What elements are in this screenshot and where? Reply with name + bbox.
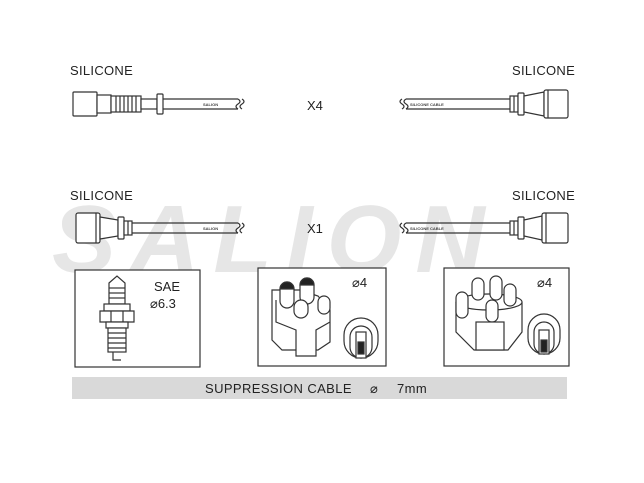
row2-left-cable-print: SALION — [203, 226, 218, 231]
row2-right-connector — [509, 212, 569, 244]
distributor-cap-b-icon — [455, 275, 523, 351]
banner-diameter-symbol: ⌀ — [370, 381, 378, 396]
row2-left-cable — [132, 222, 245, 234]
row1-quantity: X4 — [307, 98, 323, 113]
row1-cable-set: SILICONE SILICONE X4 SALION — [70, 63, 575, 119]
row1-left-connector — [72, 91, 164, 117]
row1-left-cable-print: SALION — [203, 102, 218, 107]
spark-plug-box: SAE ⌀6.3 — [74, 269, 201, 368]
distributor-cap-a-size: ⌀4 — [352, 275, 367, 290]
row2-right-label: SILICONE — [512, 188, 575, 203]
row2-right-cable-print: SILICONE CABLE — [410, 226, 444, 231]
distributor-cap-box-b: ⌀4 — [443, 267, 570, 367]
row1-right-cable-print: SILICONE CABLE — [410, 102, 444, 107]
row1-left-label: SILICONE — [70, 63, 133, 78]
row1-right-label: SILICONE — [512, 63, 575, 78]
row1-left-cable — [163, 98, 245, 110]
banner-diameter-value: 7mm — [397, 381, 427, 396]
spark-plug-terminal-type: SAE — [154, 279, 180, 294]
row2-cable-set: SILICONE SILICONE X1 SALION SILICONE CA — [70, 188, 575, 244]
row1-right-cable — [399, 98, 510, 110]
row1-right-connector — [509, 89, 569, 119]
spark-plug-terminal-size: ⌀6.3 — [150, 296, 176, 311]
suppression-cable-banner: SUPPRESSION CABLE ⌀ 7mm — [72, 377, 567, 399]
distributor-cap-b-size: ⌀4 — [537, 275, 552, 290]
spark-plug-icon — [99, 275, 135, 361]
distributor-cap-box-a: ⌀4 — [257, 267, 387, 367]
row2-left-label: SILICONE — [70, 188, 133, 203]
banner-label: SUPPRESSION CABLE — [205, 381, 352, 396]
distributor-cap-a-icon — [271, 277, 331, 357]
terminal-boot-a-icon — [343, 317, 379, 359]
terminal-boot-b-icon — [527, 313, 561, 355]
row2-left-connector — [75, 212, 133, 244]
row2-right-cable — [399, 222, 510, 234]
row2-quantity: X1 — [307, 221, 323, 236]
